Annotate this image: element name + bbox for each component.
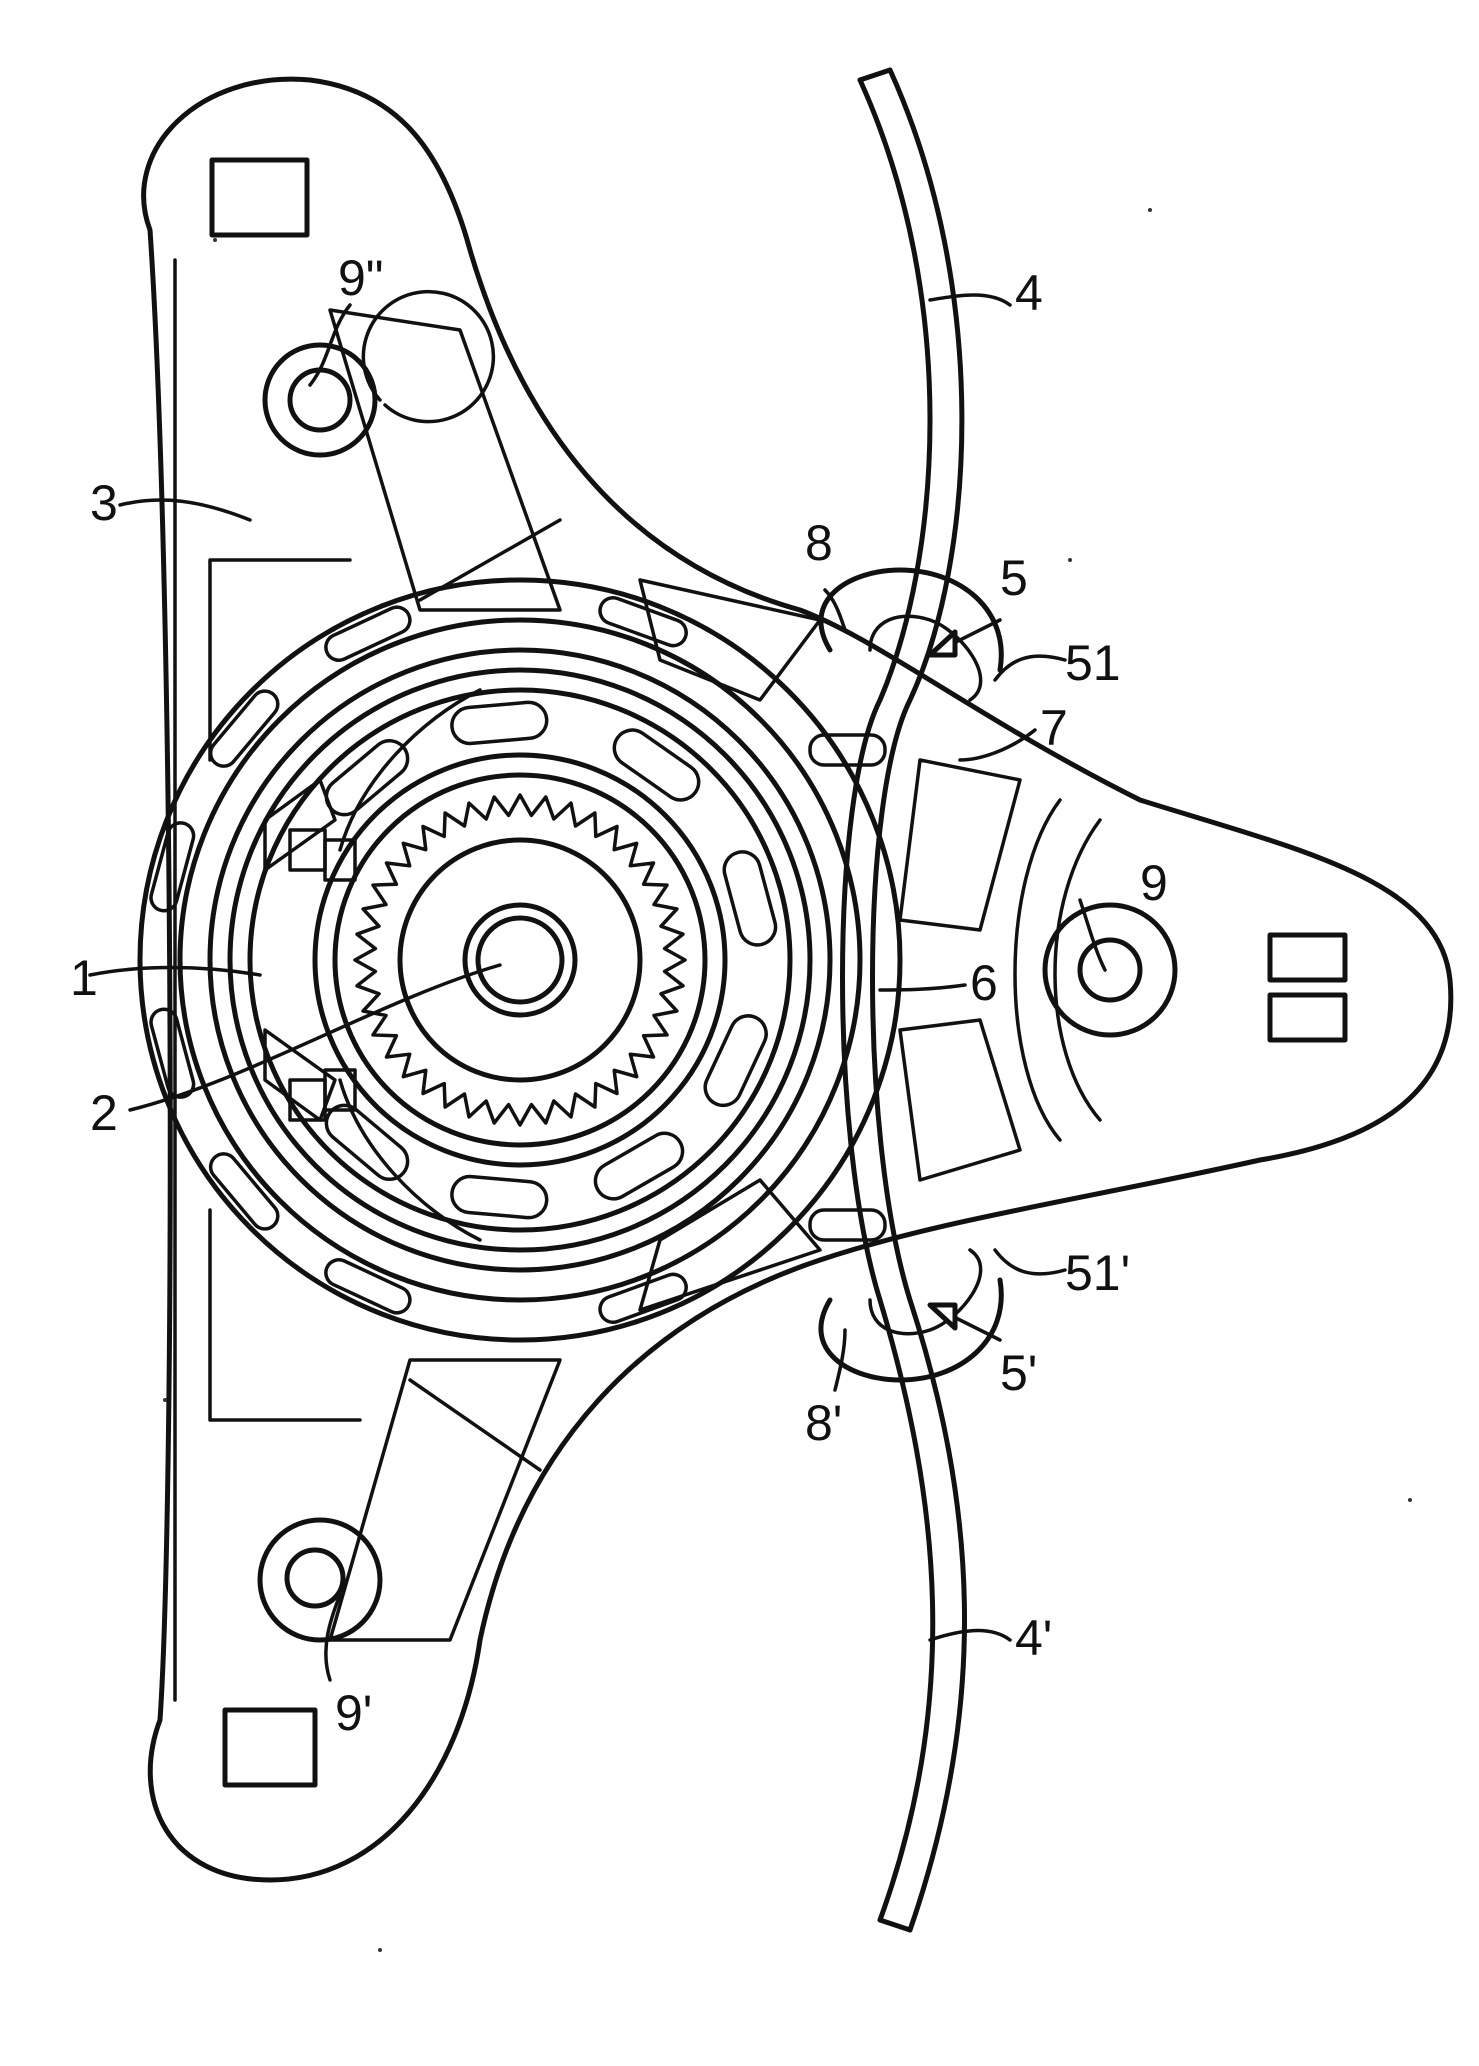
label-9p: 9' bbox=[335, 1685, 372, 1741]
leader-3 bbox=[120, 500, 250, 520]
toothed-gear bbox=[355, 795, 685, 1125]
label-4p: 4' bbox=[1015, 1610, 1052, 1666]
drum-slot bbox=[450, 1175, 548, 1219]
square-window-right-a bbox=[1270, 935, 1345, 980]
label-5p: 5' bbox=[1000, 1345, 1037, 1401]
leader-51 bbox=[995, 656, 1065, 680]
label-4: 4 bbox=[1015, 265, 1043, 321]
label-1: 1 bbox=[70, 950, 98, 1006]
label-9: 9 bbox=[1140, 855, 1168, 911]
leader-6 bbox=[880, 985, 965, 990]
square-window-bottom bbox=[225, 1710, 315, 1785]
drum-slot bbox=[589, 1127, 689, 1206]
label-51p: 51' bbox=[1065, 1245, 1130, 1301]
leader-4p bbox=[930, 1631, 1010, 1640]
inner-drum bbox=[250, 690, 790, 1230]
square-window-right-b bbox=[1270, 995, 1345, 1040]
label-2: 2 bbox=[90, 1085, 118, 1141]
label-9pp: 9" bbox=[338, 250, 384, 306]
bowden-cable bbox=[843, 70, 965, 1930]
drum-slot bbox=[699, 1010, 772, 1111]
leader-4 bbox=[930, 295, 1010, 305]
mounting-hole-top bbox=[265, 292, 493, 455]
outer-rings bbox=[140, 580, 900, 1340]
mounting-hole-bottom bbox=[260, 1520, 380, 1640]
label-6: 6 bbox=[970, 955, 998, 1011]
square-window-top bbox=[212, 160, 307, 235]
leader-51p bbox=[995, 1250, 1065, 1274]
label-7: 7 bbox=[1040, 700, 1068, 756]
drum-slot bbox=[607, 723, 705, 807]
central-axle bbox=[465, 905, 575, 1015]
label-8p: 8' bbox=[805, 1395, 842, 1451]
label-5: 5 bbox=[1000, 550, 1028, 606]
outer-ring-slot bbox=[148, 820, 196, 914]
label-3: 3 bbox=[90, 475, 118, 531]
mounting-hole-right bbox=[1045, 905, 1175, 1035]
cable-guide-lower bbox=[821, 1250, 1001, 1380]
label-51: 51 bbox=[1065, 635, 1121, 691]
label-8: 8 bbox=[805, 515, 833, 571]
drum-slot bbox=[450, 701, 548, 745]
